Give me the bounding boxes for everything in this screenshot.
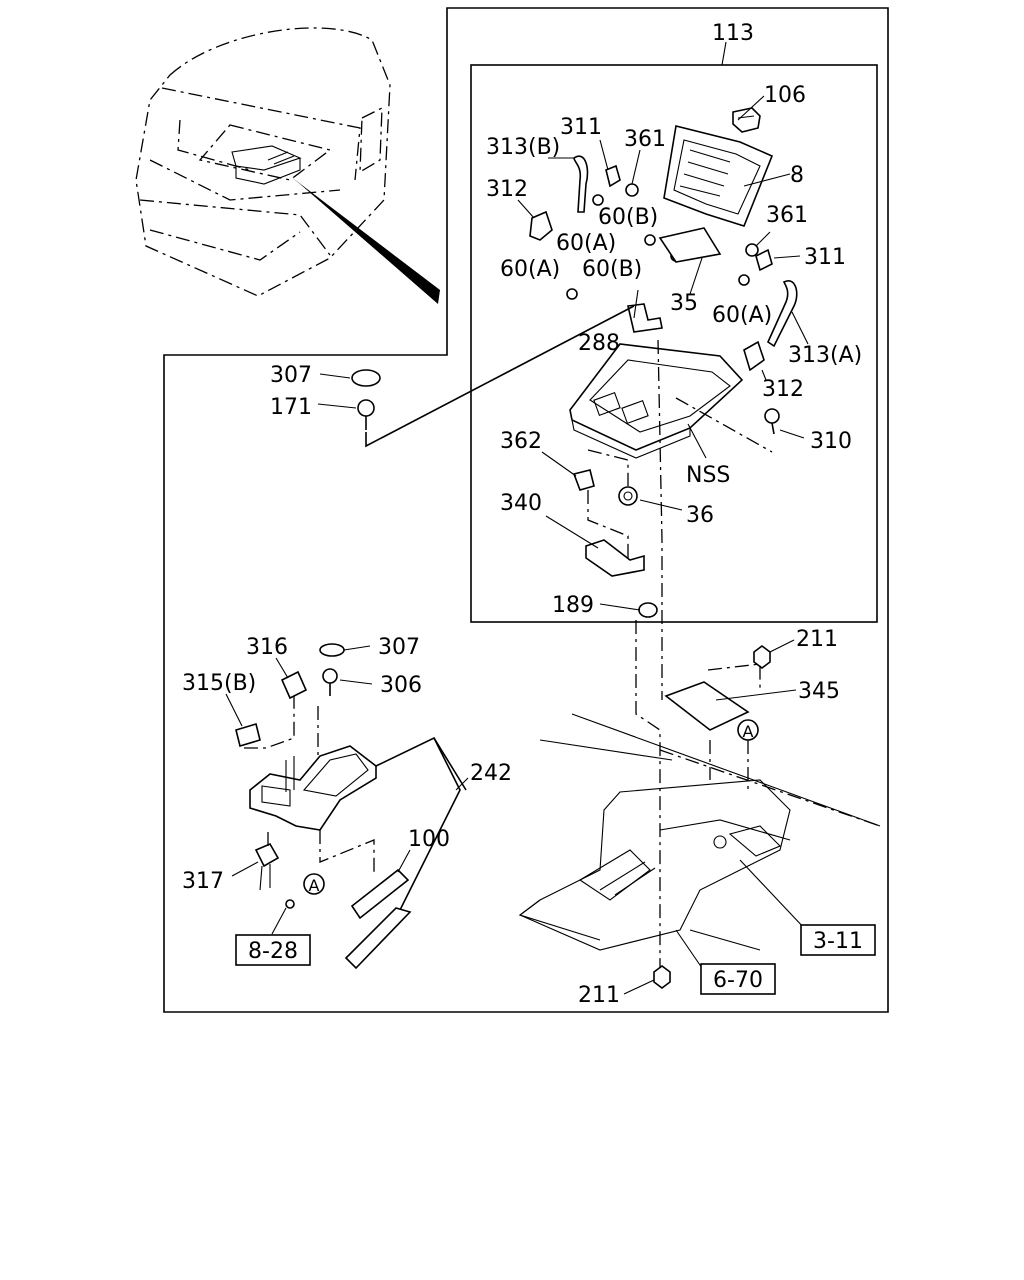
svg-text:60(B): 60(B) <box>582 257 642 282</box>
ref-box-3-11 <box>800 924 876 956</box>
svg-text:8: 8 <box>790 163 804 188</box>
svg-text:312: 312 <box>762 377 804 402</box>
part-315b-cover <box>235 722 261 748</box>
part-312-clamp <box>529 210 553 241</box>
svg-text:316: 316 <box>246 635 288 660</box>
part-36-grommet <box>618 486 638 506</box>
svg-text:361: 361 <box>624 127 666 152</box>
part-307-cap <box>351 369 381 387</box>
part-311-bracket <box>605 164 621 188</box>
part-189-washer <box>638 602 658 618</box>
svg-text:313(B): 313(B) <box>486 135 560 160</box>
svg-text:312: 312 <box>486 177 528 202</box>
part-362-block <box>572 469 595 491</box>
svg-text:8-28: 8-28 <box>248 939 298 964</box>
screw-60-set <box>566 194 750 300</box>
ref-box-8-28 <box>235 934 311 966</box>
part-311-bracket-right <box>755 248 773 272</box>
svg-text:340: 340 <box>500 491 542 516</box>
svg-text:345: 345 <box>798 679 840 704</box>
svg-text:171: 171 <box>270 395 312 420</box>
svg-text:211: 211 <box>578 983 620 1008</box>
part-100-trim-lower <box>344 907 412 970</box>
part-306-screw <box>322 668 338 696</box>
part-nss-console <box>569 343 744 459</box>
part-171-bolt <box>357 399 375 430</box>
svg-text:60(A): 60(A) <box>556 231 616 256</box>
part-100-trim <box>350 868 410 920</box>
svg-text:362: 362 <box>500 429 542 454</box>
part-307-cap-lower <box>319 643 345 657</box>
svg-text:60(B): 60(B) <box>598 205 658 230</box>
svg-text:189: 189 <box>552 593 594 618</box>
outer-frame <box>163 7 889 1013</box>
part-35-bracket <box>658 227 722 263</box>
svg-text:361: 361 <box>766 203 808 228</box>
svg-text:6-70: 6-70 <box>713 968 763 993</box>
ref-box-6-70 <box>700 963 776 995</box>
part-8-panel <box>663 125 774 227</box>
ref-marker-a-left <box>303 873 325 895</box>
svg-text:60(A): 60(A) <box>500 257 560 282</box>
svg-text:211: 211 <box>796 627 838 652</box>
part-288-bracket <box>627 303 663 333</box>
svg-text:313(A): 313(A) <box>788 343 862 368</box>
svg-text:113: 113 <box>712 21 754 46</box>
inner-frame <box>470 64 878 623</box>
svg-text:36: 36 <box>686 503 714 528</box>
svg-text:307: 307 <box>378 635 420 660</box>
svg-text:3-11: 3-11 <box>813 929 863 954</box>
svg-text:NSS: NSS <box>686 463 730 488</box>
svg-text:60(A): 60(A) <box>712 303 772 328</box>
part-345-plate <box>664 681 750 731</box>
svg-text:242: 242 <box>470 761 512 786</box>
svg-text:35: 35 <box>670 291 698 316</box>
part-313b-strap <box>573 155 589 213</box>
part-361-clip-right <box>745 243 759 257</box>
svg-text:100: 100 <box>408 827 450 852</box>
part-312-clamp-right <box>743 340 765 372</box>
part-310-pin <box>764 408 780 435</box>
floor-tunnel <box>518 713 881 951</box>
svg-text:288: 288 <box>578 331 620 356</box>
part-316-switch <box>280 670 308 700</box>
part-361-clip <box>625 183 639 197</box>
svg-text:315(B): 315(B) <box>182 671 256 696</box>
part-242-console <box>249 745 377 831</box>
part-211-nut-bottom <box>653 965 671 989</box>
svg-text:306: 306 <box>380 673 422 698</box>
svg-text:311: 311 <box>804 245 846 270</box>
ref-marker-a-right <box>737 719 759 741</box>
svg-text:311: 311 <box>560 115 602 140</box>
svg-text:106: 106 <box>764 83 806 108</box>
part-313a-strap <box>766 280 798 348</box>
svg-text:A: A <box>309 876 320 895</box>
svg-text:310: 310 <box>810 429 852 454</box>
svg-text:307: 307 <box>270 363 312 388</box>
svg-text:317: 317 <box>182 869 224 894</box>
part-317-connector <box>254 842 295 909</box>
svg-text:A: A <box>743 722 754 741</box>
callout-labels: 113 106 311 313(B) 361 8 312 60(B) 60(A)… <box>182 21 862 1008</box>
part-340-bracket <box>585 539 645 577</box>
part-211-nut-top <box>753 645 771 669</box>
cab-inset-drawing <box>135 27 440 304</box>
